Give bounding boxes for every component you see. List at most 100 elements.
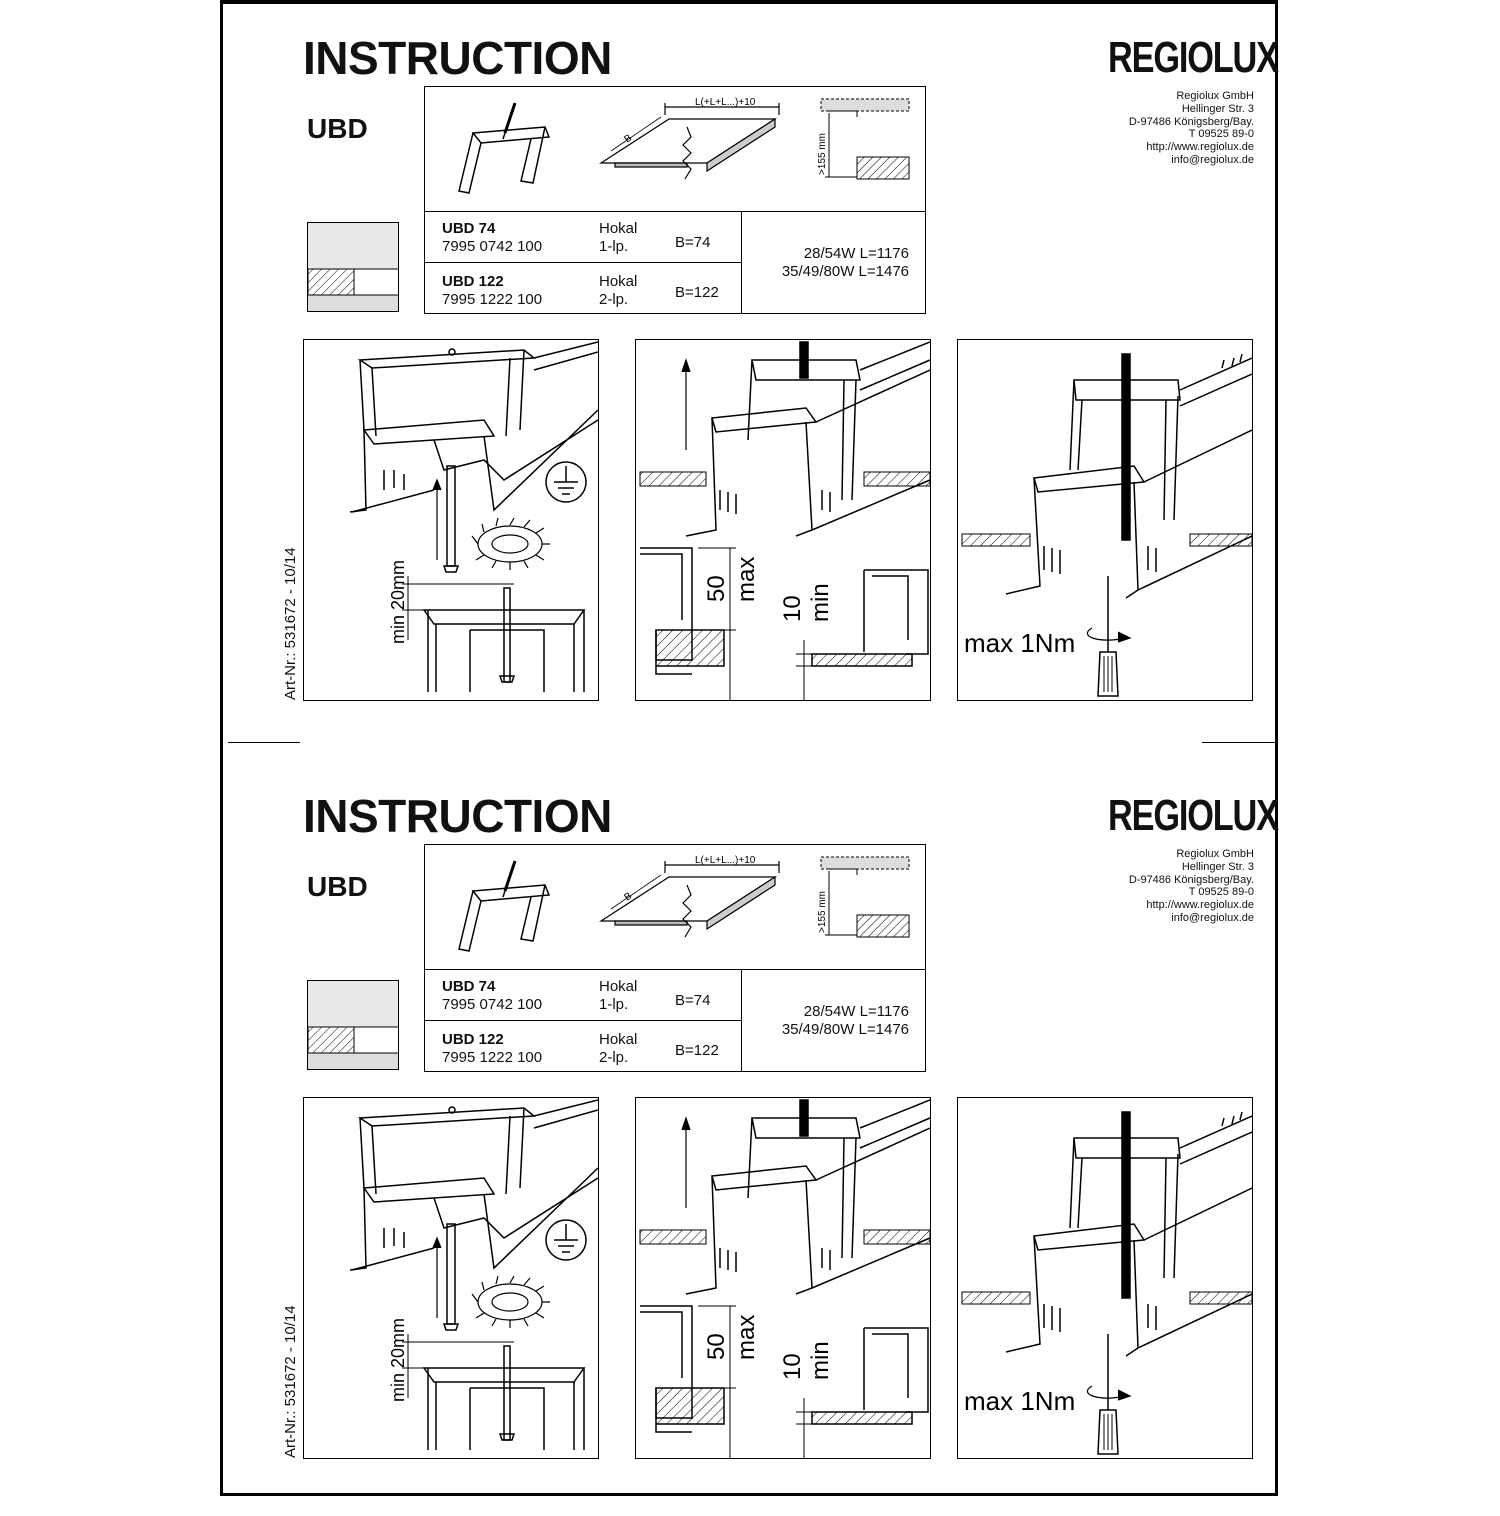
ceiling-type-swatch	[307, 222, 399, 312]
product-finish: Hokal	[599, 273, 638, 290]
ground-symbol-icon	[545, 1219, 587, 1261]
width-label: B	[622, 132, 634, 145]
product-width: B=74	[675, 234, 711, 251]
dimension-lines	[402, 576, 514, 640]
torque-label: max 1Nm	[964, 628, 1075, 658]
product-finish: Hokal	[599, 978, 638, 995]
length-label: L(+L+L...)+10	[695, 97, 756, 108]
dimension-lines	[402, 1334, 514, 1398]
company-address: Regiolux GmbH Hellinger Str. 3 D-97486 K…	[1129, 848, 1254, 925]
screw-icon	[442, 1223, 460, 1331]
max-detail-illustration	[640, 1305, 736, 1458]
height-label: >155 mm	[817, 133, 828, 175]
brand-logo: REGIOLUX	[1108, 791, 1279, 840]
ceiling-height-icon	[820, 856, 910, 938]
cut-mark-left	[228, 742, 300, 743]
length-spec: 28/54W L=1176	[803, 245, 909, 262]
product-name: UBD 74	[442, 220, 496, 237]
product-lamps: 1-lp.	[599, 996, 629, 1013]
bracket-track-illustration	[685, 1099, 930, 1295]
min-value: 10	[779, 1353, 806, 1380]
address-link[interactable]: http://www.regiolux.de	[1146, 899, 1254, 912]
dimension-diagram: L(+L+L...)+10 B >155 mm	[424, 844, 926, 970]
address-line: Regiolux GmbH	[1176, 90, 1254, 102]
ceiling-height-icon	[820, 98, 910, 180]
product-code: 7995 1222 100	[442, 291, 543, 308]
min-label: min	[807, 1341, 834, 1380]
length-spec: 35/49/80W L=1476	[781, 263, 909, 280]
step-2-panel: 50 max 10 min	[635, 1097, 931, 1459]
bracket-track-illustration	[1005, 353, 1252, 599]
arrow-up-icon	[681, 358, 691, 450]
instruction-sheet-top: INSTRUCTION REGIOLUX UBD Regiolux GmbH H…	[282, 32, 1279, 701]
height-label: >155 mm	[817, 891, 828, 933]
product-lamps: 2-lp.	[599, 291, 629, 308]
lock-washer-icon	[471, 1275, 550, 1328]
product-width: B=74	[675, 992, 711, 1009]
ground-symbol-icon	[545, 461, 587, 503]
sheet-title: INSTRUCTION	[303, 790, 612, 842]
ceiling-section	[639, 1229, 930, 1245]
bracket-track-illustration	[349, 1099, 598, 1271]
product-finish: Hokal	[599, 1031, 638, 1048]
rotate-arrow-icon	[1086, 627, 1132, 643]
address-email[interactable]: info@regiolux.de	[1171, 911, 1254, 924]
product-name: UBD 122	[442, 273, 504, 290]
product-name: UBD 122	[442, 1031, 504, 1048]
step-1-panel: min 20mm	[303, 339, 599, 701]
screwdriver-icon	[1097, 576, 1119, 697]
address-email[interactable]: info@regiolux.de	[1171, 153, 1254, 166]
product-name: UBD 74	[442, 978, 496, 995]
max-label: max	[733, 557, 760, 602]
article-number: Art-Nr.: 531672 - 10/14	[282, 1305, 299, 1458]
width-label: B	[622, 890, 634, 903]
sheet-title: INSTRUCTION	[303, 32, 612, 84]
product-width: B=122	[675, 284, 719, 301]
step-3-panel: max 1Nm	[957, 339, 1253, 701]
ceiling-cutout-icon	[598, 103, 780, 180]
lock-washer-icon	[471, 517, 550, 570]
bracket-track-illustration	[349, 341, 598, 513]
min-detail-illustration	[796, 569, 929, 700]
model-name: UBD	[307, 113, 368, 144]
product-lamps: 1-lp.	[599, 238, 629, 255]
ceiling-section	[961, 533, 1252, 547]
rotate-arrow-icon	[1086, 1385, 1132, 1401]
track-profile-illustration	[422, 587, 586, 692]
length-label: L(+L+L...)+10	[695, 855, 756, 866]
step-3-panel: max 1Nm	[957, 1097, 1253, 1459]
max-value: 50	[703, 575, 730, 602]
bracket-track-illustration	[685, 341, 930, 537]
min-distance-label: min 20mm	[388, 1318, 408, 1402]
length-spec: 28/54W L=1176	[803, 1003, 909, 1020]
page-frame	[220, 0, 1278, 1496]
product-table: UBD 74 7995 0742 100 Hokal 1-lp. B=74 UB…	[424, 212, 926, 314]
model-name: UBD	[307, 871, 368, 902]
product-width: B=122	[675, 1042, 719, 1059]
bracket-track-illustration	[1005, 1111, 1252, 1357]
company-address: Regiolux GmbH Hellinger Str. 3 D-97486 K…	[1129, 90, 1254, 167]
product-code: 7995 0742 100	[442, 996, 543, 1013]
article-number: Art-Nr.: 531672 - 10/14	[282, 547, 299, 700]
max-value: 50	[703, 1333, 730, 1360]
min-distance-label: min 20mm	[388, 560, 408, 644]
product-table: UBD 74 7995 0742 100 Hokal 1-lp. B=74 UB…	[424, 970, 926, 1072]
max-label: max	[733, 1315, 760, 1360]
step-1-panel: min 20mm	[303, 1097, 599, 1459]
brand-logo: REGIOLUX	[1108, 33, 1279, 82]
product-code: 7995 1222 100	[442, 1049, 543, 1066]
arrow-up-icon	[432, 478, 442, 560]
track-profile-illustration	[422, 1345, 586, 1450]
product-lamps: 2-lp.	[599, 1049, 629, 1066]
arrow-up-icon	[681, 1116, 691, 1208]
min-detail-illustration	[796, 1327, 929, 1458]
ceiling-section	[961, 1291, 1252, 1305]
address-line: D-97486 Königsberg/Bay.	[1128, 873, 1254, 886]
step-2-panel: 50 max 10 min	[635, 339, 931, 701]
arrow-up-icon	[432, 1236, 442, 1318]
dimension-diagram: L(+L+L...)+10 B >155 mm	[424, 86, 926, 212]
instruction-sheet-bottom: INSTRUCTION REGIOLUX UBD Regiolux GmbH H…	[0, 758, 1500, 1516]
address-link[interactable]: http://www.regiolux.de	[1146, 141, 1254, 154]
torque-label: max 1Nm	[964, 1386, 1075, 1416]
address-line: Regiolux GmbH	[1176, 848, 1254, 860]
